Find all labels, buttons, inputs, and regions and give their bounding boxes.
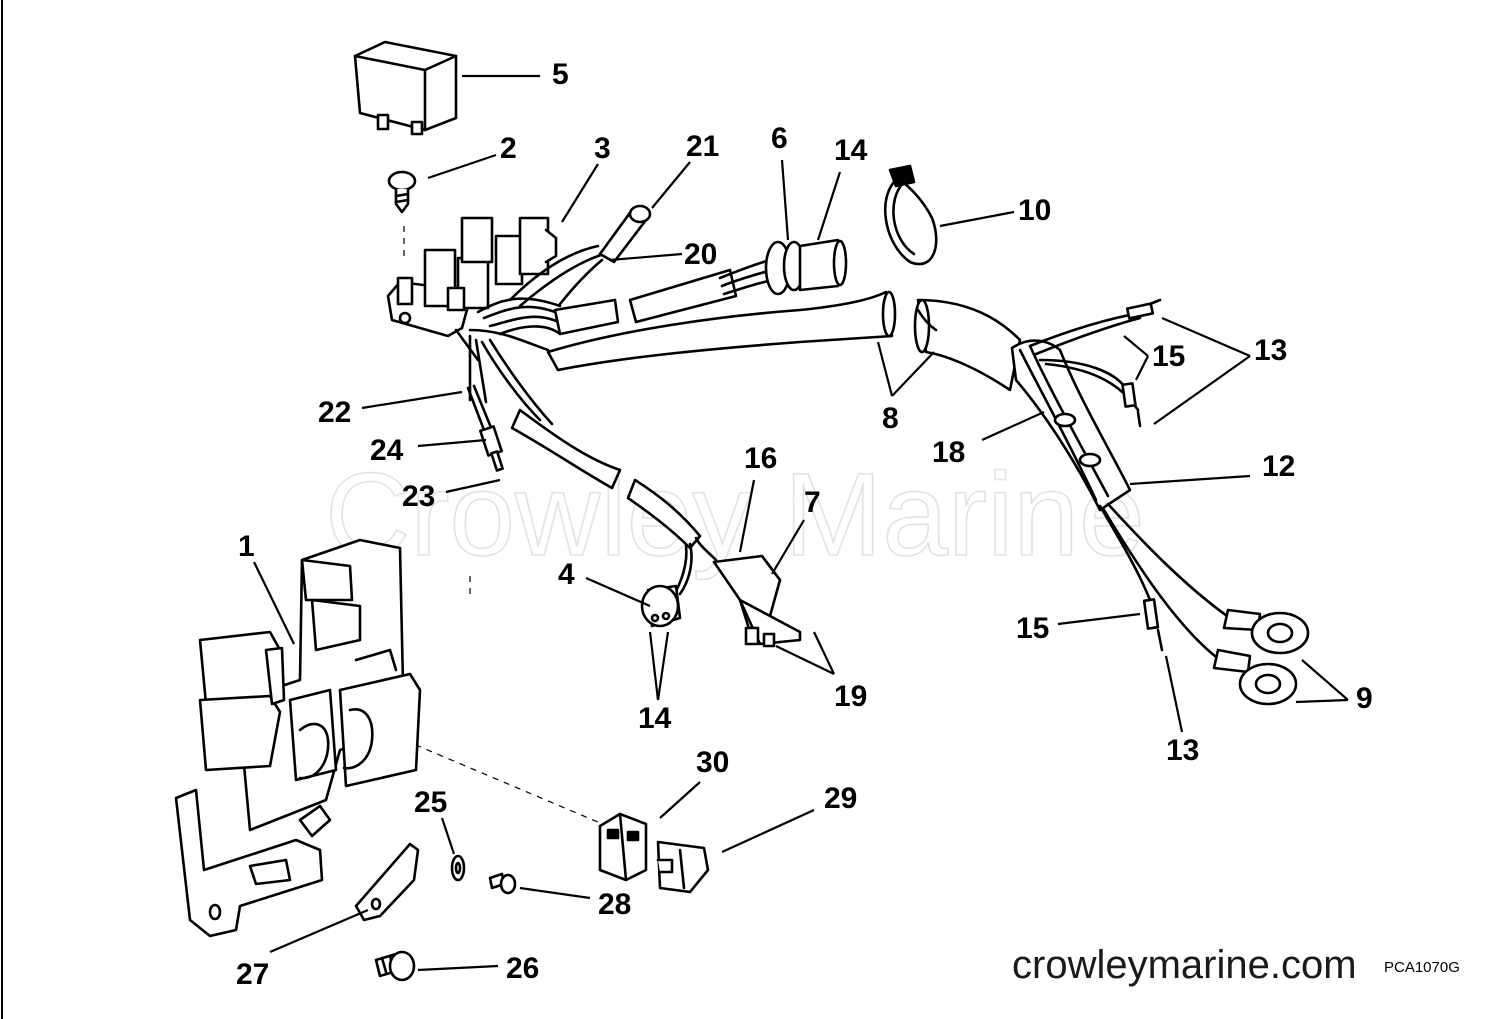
callout-9: 9 [1356,682,1373,715]
callout-25: 25 [414,786,447,819]
callout-5: 5 [552,58,569,91]
callout-12: 12 [1262,450,1295,483]
connector-part-7[interactable] [670,536,802,648]
callout-23: 23 [402,480,435,513]
branch-sleeve-part-12[interactable] [1010,339,1132,512]
bullet-connector-part-21[interactable] [558,204,652,306]
callout-15-top: 15 [1152,340,1185,373]
ring-terminals-part-9[interactable] [1102,502,1310,706]
callout-29: 29 [824,782,857,815]
connector-part-4[interactable] [640,584,682,628]
callout-14-bottom: 14 [638,702,672,735]
callout-labels: 5 2 3 21 20 6 14 10 8 15 13 18 12 22 24 … [236,58,1373,991]
callout-24: 24 [370,434,404,467]
callout-8: 8 [882,402,899,435]
washer-part-25[interactable] [450,854,466,882]
harness-wires [454,244,606,426]
callout-13-top: 13 [1254,334,1287,367]
callout-4: 4 [558,558,575,591]
callout-18: 18 [932,436,965,469]
callout-20: 20 [684,238,717,271]
callout-6: 6 [771,122,788,155]
lower-lead-part-15[interactable] [1098,504,1164,652]
callout-14-top: 14 [834,134,868,167]
lead-part-22[interactable] [466,384,504,472]
harness-sleeve-part-8[interactable] [510,268,1022,550]
screw-part-28[interactable] [488,872,517,895]
fuse-part-29[interactable] [656,840,710,894]
callout-27: 27 [236,958,269,991]
callout-10: 10 [1018,194,1051,227]
callout-28: 28 [598,888,631,921]
callout-22: 22 [318,396,351,429]
callout-21: 21 [686,130,719,163]
fuse-holder-part-30[interactable] [598,812,648,882]
figure-code: PCA1070G [1384,959,1460,976]
callout-7: 7 [804,486,821,519]
relay-part-5[interactable] [353,40,458,136]
callout-26: 26 [506,952,539,985]
screw-part-2[interactable] [387,170,417,214]
terminal-block-part-3[interactable] [386,216,558,338]
site-label: crowleymarine.com [1012,943,1357,987]
callout-15-bottom: 15 [1016,612,1049,645]
upper-leads-part-13[interactable] [1028,298,1162,428]
callout-1: 1 [238,530,255,563]
tie-strap-part-10[interactable] [884,164,938,266]
callout-16: 16 [744,442,777,475]
callout-13-bottom: 13 [1166,734,1199,767]
callout-2: 2 [500,132,517,165]
screw-part-26[interactable] [374,950,416,982]
bracket-part-1[interactable] [174,538,422,938]
leader-lines [253,74,1349,972]
clip-plate-part-27[interactable] [354,842,420,922]
callout-3: 3 [594,132,611,165]
grommet-connector-part-6[interactable] [718,238,848,296]
callout-19: 19 [834,680,867,713]
callout-30: 30 [696,746,729,779]
